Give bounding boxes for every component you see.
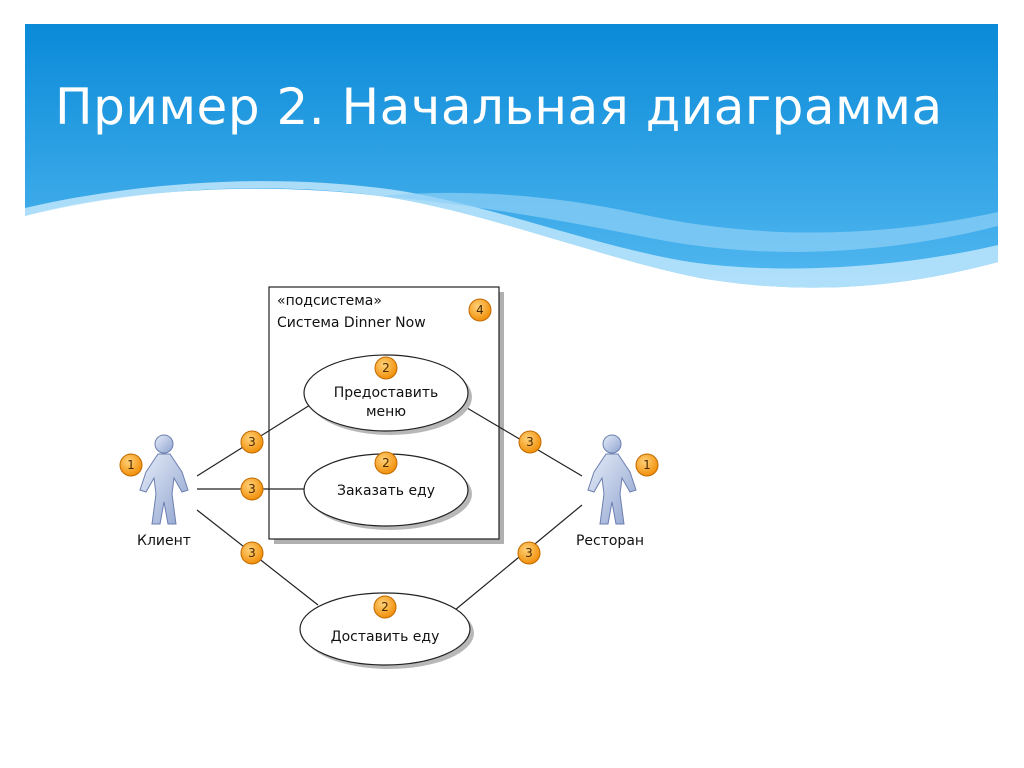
actor-client: Клиент xyxy=(137,434,191,549)
slide-title: Пример 2. Начальная диаграмма xyxy=(55,78,943,136)
badge-assoc-restaurant-deliver: 3 xyxy=(517,541,541,565)
subsystem-name: Система Dinner Now xyxy=(277,315,426,331)
badge-usecase-deliver: 2 xyxy=(373,595,397,619)
header-background xyxy=(25,24,998,288)
svg-text:4: 4 xyxy=(476,303,484,317)
badge-usecase-order: 2 xyxy=(374,451,398,475)
usecase-order-food-label: Заказать еду xyxy=(337,483,435,499)
badge-client: 1 xyxy=(119,453,143,477)
svg-text:2: 2 xyxy=(381,600,389,614)
badge-subsystem: 4 xyxy=(468,298,492,322)
header-wave-light xyxy=(25,181,998,288)
svg-text:2: 2 xyxy=(382,456,390,470)
svg-text:3: 3 xyxy=(525,546,533,560)
subsystem-stereotype: «подсистема» xyxy=(277,293,382,309)
usecase-deliver-food-label: Доставить еду xyxy=(331,629,440,645)
usecase-provide-menu: Предоставить меню xyxy=(303,354,472,435)
badge-usecase-menu: 2 xyxy=(374,356,398,380)
actor-restaurant: Ресторан xyxy=(576,434,644,549)
usecase-provide-menu-line2: меню xyxy=(366,404,406,420)
actor-restaurant-figure xyxy=(587,434,637,525)
actor-client-label: Клиент xyxy=(137,533,191,549)
actor-restaurant-label: Ресторан xyxy=(576,533,644,549)
svg-text:1: 1 xyxy=(127,458,135,472)
svg-text:3: 3 xyxy=(248,546,256,560)
svg-text:1: 1 xyxy=(643,458,651,472)
badges: 4 1 1 2 2 2 3 3 xyxy=(119,298,659,619)
badge-assoc-restaurant-menu: 3 xyxy=(518,430,542,454)
usecase-provide-menu-line1: Предоставить xyxy=(334,385,438,401)
badge-assoc-client-order: 3 xyxy=(240,477,264,501)
usecase-order-food: Заказать еду xyxy=(303,453,472,530)
svg-text:3: 3 xyxy=(248,435,256,449)
usecase-deliver-food: Доставить еду xyxy=(299,592,474,669)
svg-text:3: 3 xyxy=(248,482,256,496)
svg-text:3: 3 xyxy=(526,435,534,449)
badge-restaurant: 1 xyxy=(635,453,659,477)
badge-assoc-client-deliver: 3 xyxy=(240,541,264,565)
header-wave-accent xyxy=(380,192,998,252)
svg-text:2: 2 xyxy=(382,361,390,375)
badge-assoc-client-menu: 3 xyxy=(240,430,264,454)
actor-client-figure xyxy=(139,434,189,525)
header-banner xyxy=(25,24,998,288)
